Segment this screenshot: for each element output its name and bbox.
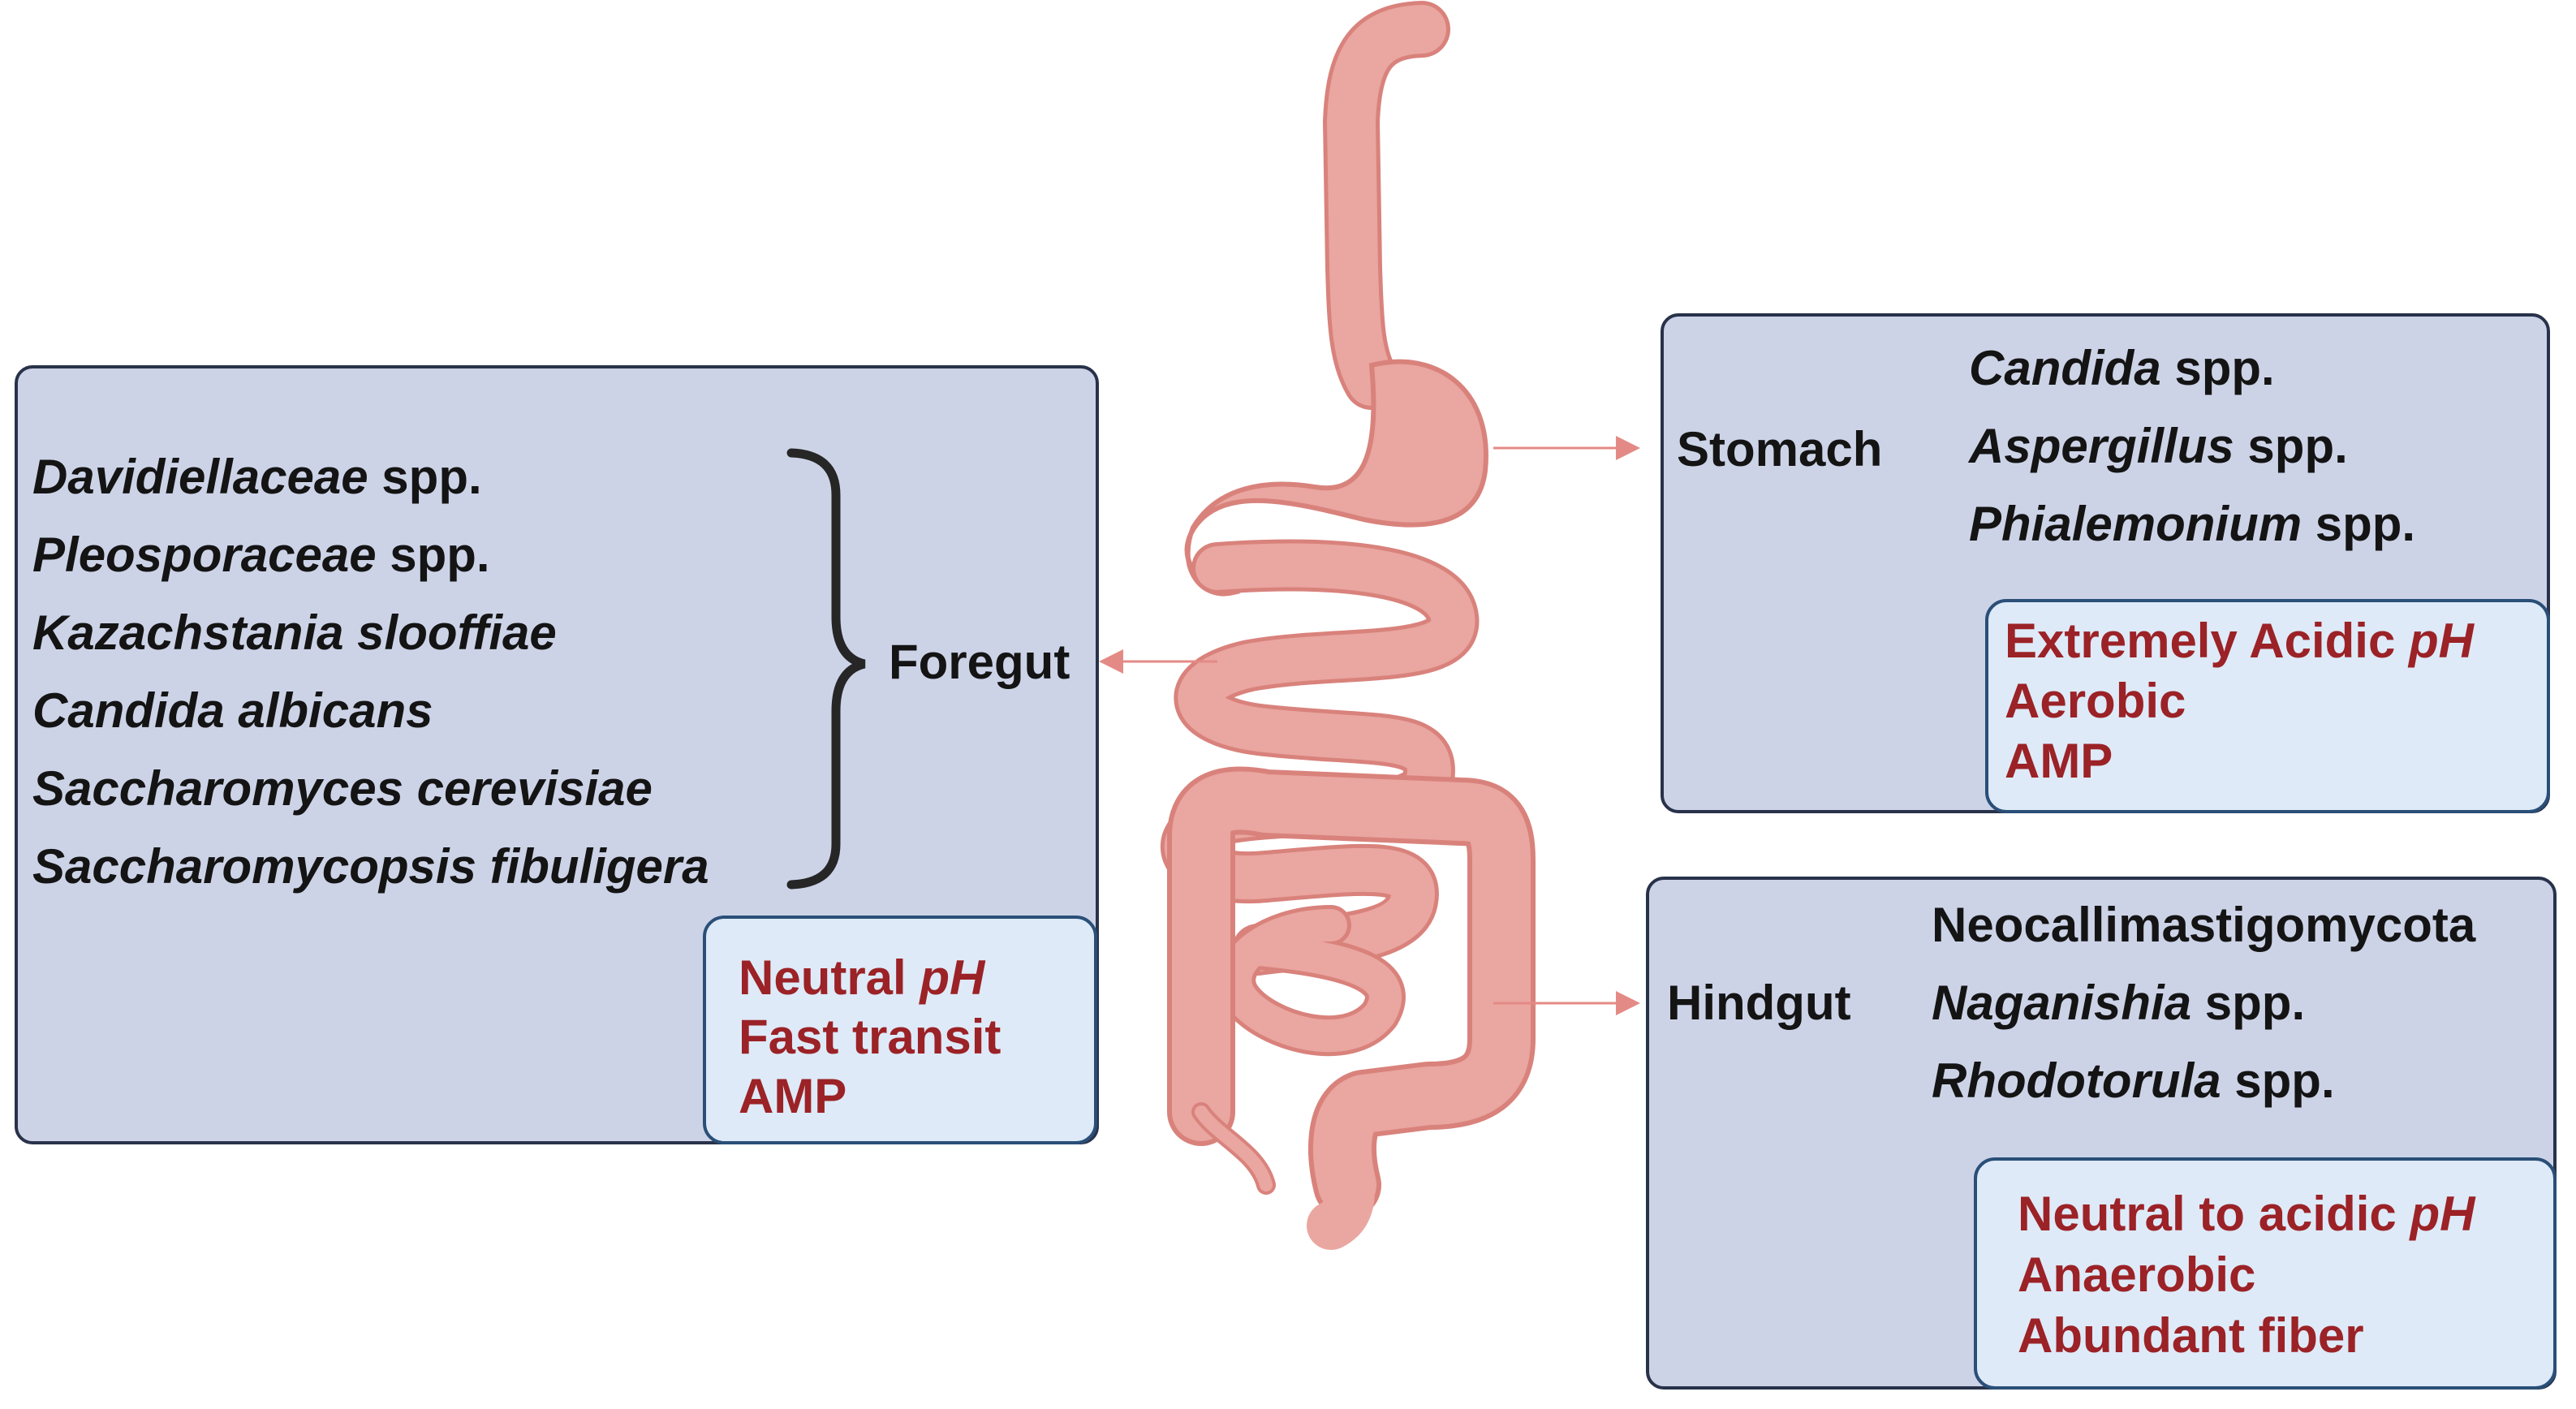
hindgut-condition: Anaerobic <box>2018 1247 2256 1302</box>
stomach-label: Stomach <box>1677 422 1883 476</box>
foregut-organism: Candida albicans <box>32 683 433 738</box>
hindgut-organism: Neocallimastigomycota <box>1932 898 2476 952</box>
foregut-organism: Pleosporaceae spp. <box>32 528 490 582</box>
foregut-organism: Saccharomycopsis fibuligera <box>32 839 709 894</box>
hindgut-conditions-box <box>1974 1157 2557 1390</box>
foregut-condition: Fast transit <box>739 1010 1002 1064</box>
hindgut-organism: Rhodotorula spp. <box>1932 1054 2335 1108</box>
foregut-organism: Kazachstania slooffiae <box>32 605 557 660</box>
stomach-conditions-box <box>1985 599 2550 813</box>
hindgut-condition: Neutral to acidic pH <box>2018 1187 2475 1241</box>
stomach-condition: Extremely Acidic pH <box>2005 614 2475 668</box>
foregut-condition: AMP <box>739 1069 847 1123</box>
foregut-organism: Saccharomyces cerevisiae <box>32 761 653 816</box>
hindgut-organism: Naganishia spp. <box>1932 976 2306 1030</box>
gut-illustration <box>1161 1 1536 1250</box>
hindgut-condition: Abundant fiber <box>2018 1308 2364 1363</box>
foregut-organism: Davidiellaceae spp. <box>32 450 482 504</box>
stomach-organism: Candida spp. <box>1969 341 2275 395</box>
foregut-label: Foregut <box>889 635 1070 689</box>
stomach-condition: Aerobic <box>2005 674 2186 728</box>
stomach-condition: AMP <box>2005 734 2113 788</box>
foregut-conditions-box <box>703 916 1097 1144</box>
stomach-organism: Aspergillus spp. <box>1969 419 2348 473</box>
hindgut-label: Hindgut <box>1667 976 1851 1030</box>
stomach-organism: Phialemonium spp. <box>1969 497 2416 551</box>
foregut-condition: Neutral pH <box>739 950 985 1005</box>
